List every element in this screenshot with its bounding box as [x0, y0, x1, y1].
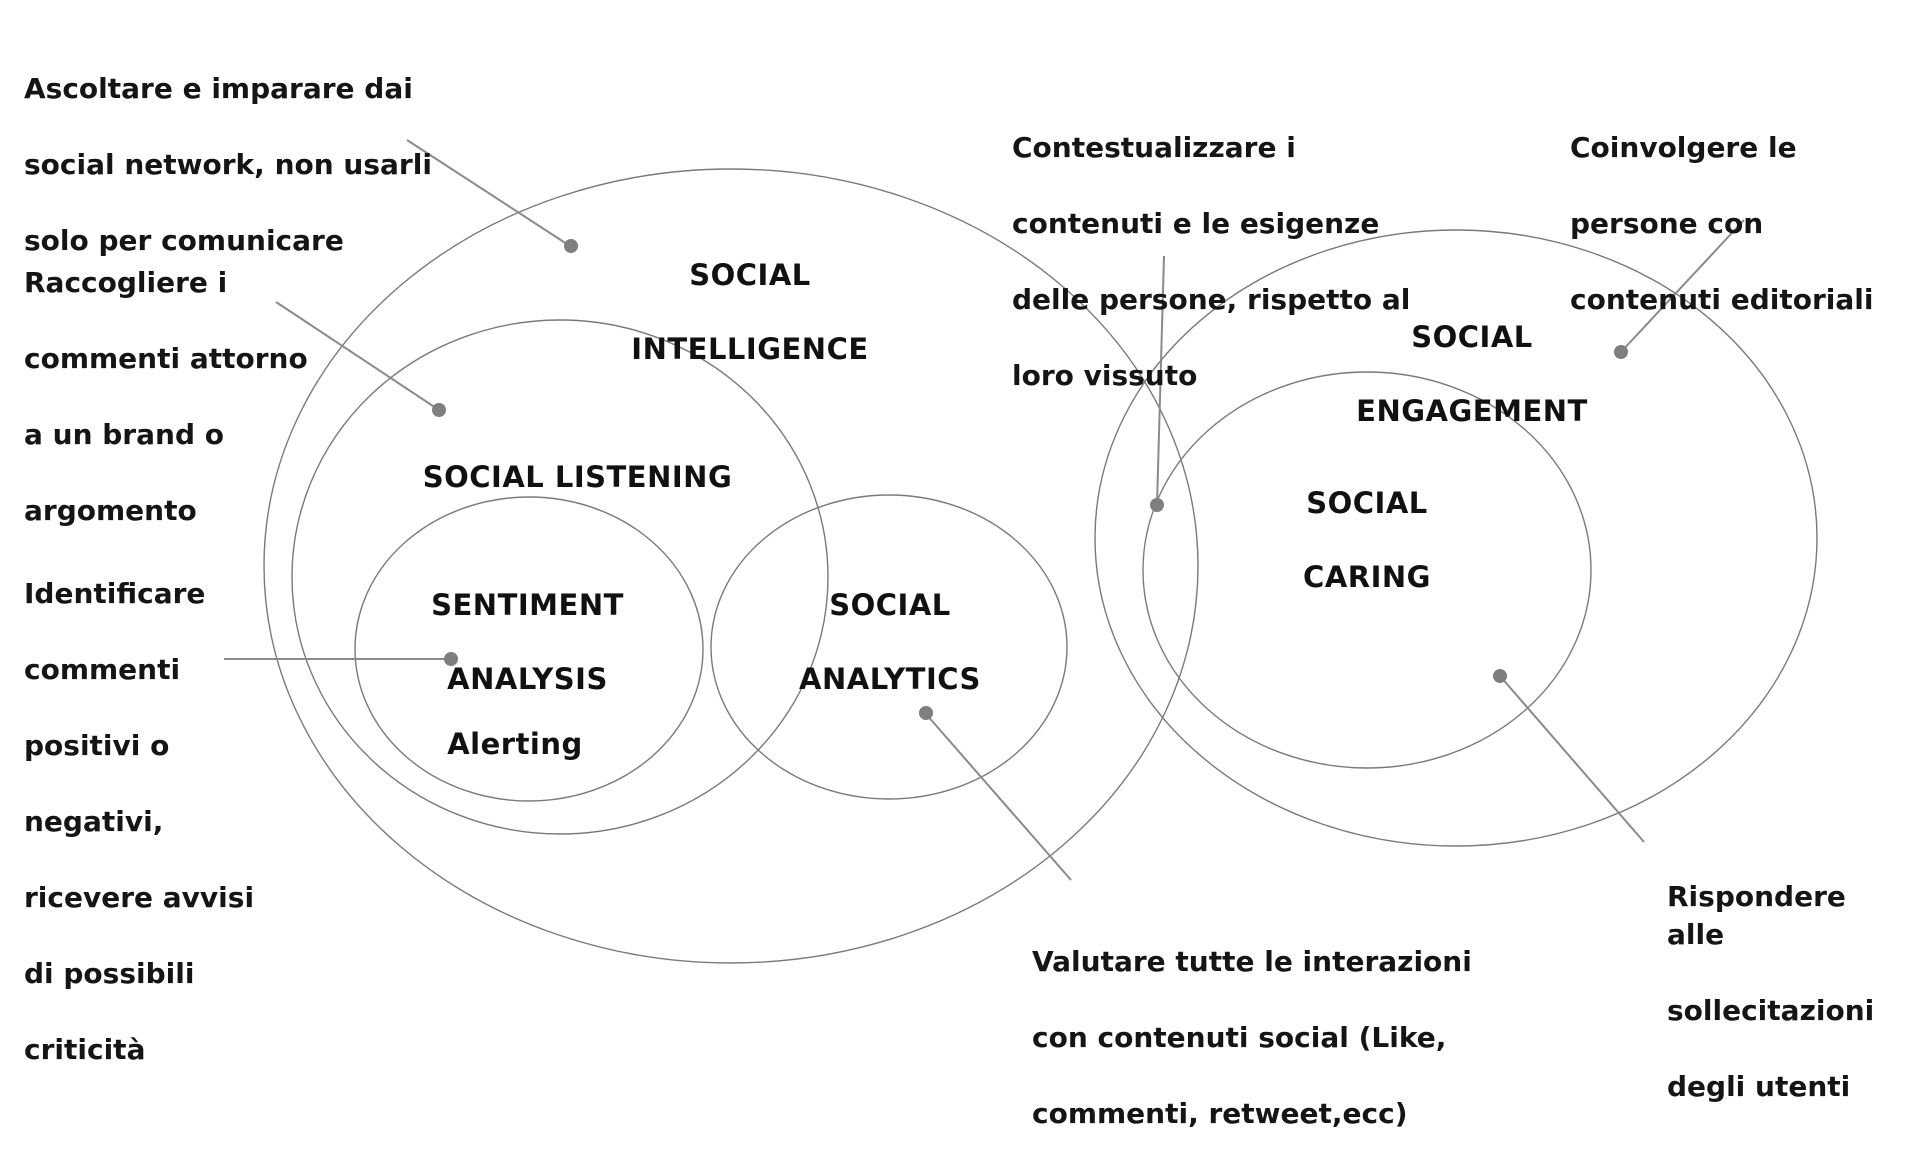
note-ascoltare-line3: solo per comunicare: [24, 224, 344, 257]
label-social-analytics: SOCIAL ANALYTICS: [780, 550, 1000, 735]
note-contestualizzare-line4: loro vissuto: [1012, 359, 1198, 392]
label-social-caring-line1: SOCIAL: [1306, 486, 1428, 520]
note-coinvolgere: Coinvolgere le persone con contenuti edi…: [1570, 91, 1900, 357]
leader-ascoltare: [406, 139, 571, 247]
note-identificare-line5: ricevere avvisi: [24, 881, 255, 914]
label-social-intelligence: SOCIAL INTELLIGENCE: [600, 220, 900, 405]
leader-rispondere: [1499, 675, 1645, 843]
dot-identificare: [444, 652, 458, 666]
note-identificare-line2: commenti: [24, 653, 181, 686]
note-identificare-line4: negativi,: [24, 805, 164, 838]
note-raccogliere-line2: commenti attorno: [24, 342, 308, 375]
note-contestualizzare: Contestualizzare i contenuti e le esigen…: [1012, 91, 1432, 433]
note-contestualizzare-line1: Contestualizzare i: [1012, 131, 1296, 164]
dot-contestualizzare: [1150, 498, 1164, 512]
dot-rispondere: [1493, 669, 1507, 683]
circle-sentiment-analysis: [354, 496, 704, 802]
label-sentiment-analysis: SENTIMENT ANALYSIS: [405, 550, 650, 735]
circle-social-engagement: [1094, 229, 1818, 847]
dot-coinvolgere: [1614, 345, 1628, 359]
note-ascoltare-line1: Ascoltare e imparare dai: [24, 72, 413, 105]
label-social-analytics-line2: ANALYTICS: [799, 662, 981, 696]
label-social-caring: SOCIAL CARING: [1247, 448, 1487, 633]
label-social-engagement-line1: SOCIAL: [1411, 320, 1533, 354]
note-contestualizzare-line2: contenuti e le esigenze: [1012, 207, 1380, 240]
label-sentiment-analysis-line2: ANALYSIS: [447, 662, 608, 696]
note-rispondere-line2: sollecitazioni: [1667, 994, 1875, 1027]
note-valutare-line3: commenti, retweet,ecc): [1032, 1097, 1408, 1130]
dot-valutare: [919, 706, 933, 720]
note-raccogliere-line4: argomento: [24, 494, 197, 527]
leader-coinvolgere: [1620, 219, 1745, 353]
leader-raccogliere: [275, 301, 440, 411]
dot-ascoltare: [564, 239, 578, 253]
note-raccogliere: Raccogliere i commenti attorno a un bran…: [24, 226, 334, 568]
label-alerting-text: Alerting: [447, 727, 583, 761]
label-social-engagement: SOCIAL ENGAGEMENT: [1322, 282, 1622, 467]
note-identificare: Identificare commenti positivi o negativ…: [24, 537, 264, 1107]
dot-raccogliere: [432, 403, 446, 417]
label-social-caring-line2: CARING: [1303, 560, 1431, 594]
label-social-analytics-line1: SOCIAL: [829, 588, 951, 622]
note-valutare-line2: con contenuti social (Like,: [1032, 1021, 1447, 1054]
note-rispondere: Rispondere alle sollecitazioni degli ute…: [1667, 840, 1907, 1144]
note-rispondere-line1: Rispondere alle: [1667, 880, 1846, 951]
circle-social-intelligence: [263, 168, 1199, 964]
note-contestualizzare-line3: delle persone, rispetto al: [1012, 283, 1411, 316]
note-coinvolgere-line2: persone con: [1570, 207, 1764, 240]
circle-social-listening: [291, 319, 829, 835]
note-valutare: Valutare tutte le interazioni con conten…: [1032, 905, 1472, 1171]
label-social-engagement-line2: ENGAGEMENT: [1356, 394, 1588, 428]
label-sentiment-analysis-line1: SENTIMENT: [431, 588, 624, 622]
note-identificare-line7: criticità: [24, 1033, 146, 1066]
note-identificare-line3: positivi o: [24, 729, 170, 762]
leader-valutare: [925, 713, 1072, 881]
label-social-listening: SOCIAL LISTENING: [405, 422, 750, 533]
note-coinvolgere-line3: contenuti editoriali: [1570, 283, 1874, 316]
note-valutare-line1: Valutare tutte le interazioni: [1032, 945, 1472, 978]
note-coinvolgere-line1: Coinvolgere le: [1570, 131, 1797, 164]
note-identificare-line6: di possibili: [24, 957, 195, 990]
note-rispondere-line3: degli utenti: [1667, 1070, 1851, 1103]
note-raccogliere-line3: a un brand o: [24, 418, 224, 451]
label-alerting: Alerting: [430, 689, 600, 800]
circle-social-caring: [1142, 371, 1592, 769]
label-social-intelligence-line1: SOCIAL: [689, 258, 811, 292]
note-ascoltare-line2: social network, non usarli: [24, 148, 432, 181]
diagram-canvas: [224, 139, 1818, 964]
circle-social-analytics: [710, 494, 1068, 800]
leader-contestualizzare: [1156, 255, 1165, 506]
note-ascoltare: Ascoltare e imparare dai social network,…: [24, 32, 454, 298]
note-identificare-line1: Identificare: [24, 577, 206, 610]
label-social-listening-line1: SOCIAL LISTENING: [422, 460, 733, 494]
note-raccogliere-line1: Raccogliere i: [24, 266, 228, 299]
label-social-intelligence-line2: INTELLIGENCE: [631, 332, 869, 366]
